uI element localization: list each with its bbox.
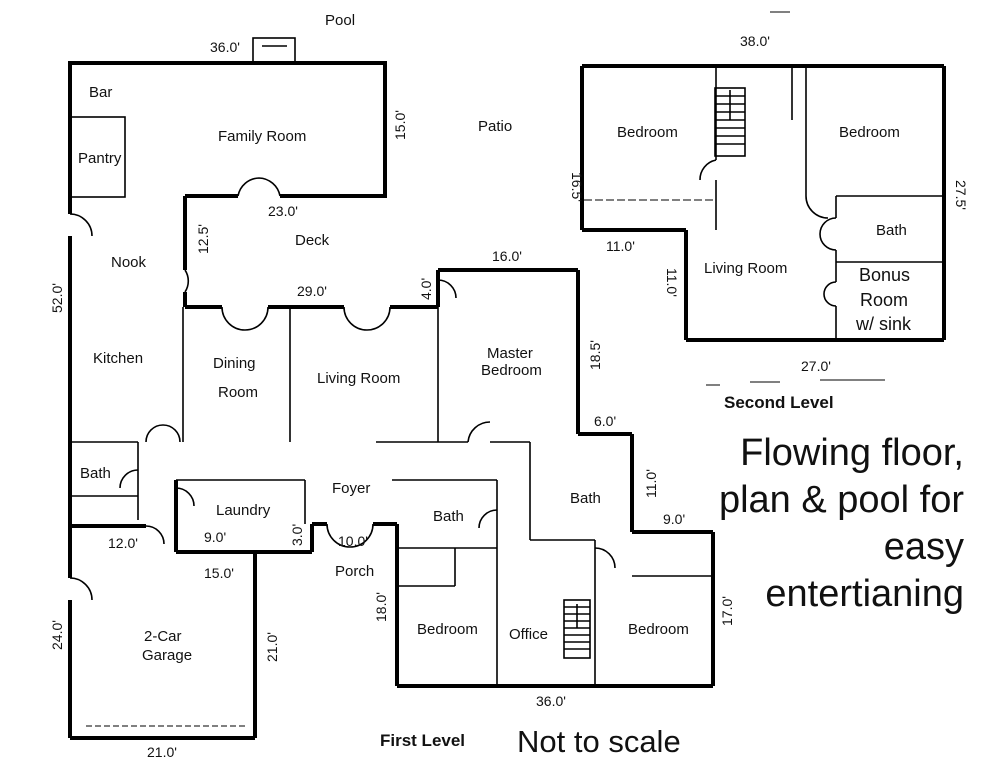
dim-foyer-10ft: 10.0': [338, 533, 368, 549]
dim-master-bath-side: 11.0': [643, 469, 659, 498]
second-level-walls: [580, 11, 946, 386]
nook-label: Nook: [111, 254, 147, 271]
bedroom-1-label: Bedroom: [417, 621, 478, 638]
dim-bottom-36ft: 36.0': [536, 693, 566, 709]
living-room-label: Living Room: [317, 370, 400, 387]
dim-pool-width: 36.0': [210, 39, 240, 55]
dining-room-label-1: Dining: [213, 355, 256, 372]
bedroom-2-label: Bedroom: [628, 621, 689, 638]
dim-family-depth: 15.0': [392, 110, 408, 140]
dim-upper-11ft-h: 11.0': [606, 238, 635, 254]
master-bedroom-label-1: Master: [487, 345, 533, 362]
dim-upper-38ft: 38.0': [740, 33, 770, 49]
bar-label: Bar: [89, 84, 112, 101]
dim-bedroom-17ft: 17.0': [719, 596, 735, 626]
dim-left-52: 52.0': [49, 283, 65, 313]
upper-living-room-label: Living Room: [704, 260, 787, 277]
dim-upper-27ft: 27.0': [801, 358, 831, 374]
second-level-stairs: [714, 87, 746, 157]
kitchen-label: Kitchen: [93, 350, 143, 367]
bath-left-label: Bath: [80, 465, 111, 482]
upper-bath-label: Bath: [876, 222, 907, 239]
dimension-labels: 36.0' 15.0' 23.0' 12.5' 29.0' 4.0' 16.0'…: [49, 33, 969, 760]
dim-9ft-right: 9.0': [663, 511, 685, 527]
not-to-scale-caption: Not to scale: [517, 724, 681, 759]
dim-6ft: 6.0': [594, 413, 616, 429]
dim-upper-11ft-v: 11.0': [664, 268, 680, 297]
first-level-doors: [69, 37, 616, 601]
dim-bedroom-18ft: 18.0': [373, 592, 389, 622]
bonus-room-label-1: Bonus: [859, 265, 910, 285]
foyer-label: Foyer: [332, 480, 370, 497]
dim-4ft: 4.0': [418, 278, 434, 300]
garage-label-2: Garage: [142, 647, 192, 664]
dim-upper-16-5ft: 16.5': [569, 172, 585, 202]
first-level-walls: [68, 61, 715, 740]
pool-label: Pool: [325, 12, 355, 29]
dim-3ft: 3.0': [289, 524, 305, 546]
dim-deck-depth: 12.5': [195, 224, 211, 254]
bonus-room-label-3: w/ sink: [855, 314, 912, 334]
bonus-room-label-2: Room: [860, 290, 908, 310]
bath-master-label: Bath: [570, 490, 601, 507]
dim-garage-15ft: 15.0': [204, 565, 234, 581]
patio-label: Patio: [478, 118, 512, 135]
dim-garage-21ft-side: 21.0': [264, 632, 280, 662]
second-level-caption: Second Level: [724, 393, 834, 412]
porch-label: Porch: [335, 563, 374, 580]
family-room-label: Family Room: [218, 128, 306, 145]
dim-deck-width: 29.0': [297, 283, 327, 299]
dim-master-top: 16.0': [492, 248, 522, 264]
tagline-line-4: entertianing: [765, 573, 964, 615]
garage-label-1: 2-Car: [144, 628, 182, 645]
dim-upper-27-5ft: 27.5': [953, 180, 969, 210]
dim-family-width: 23.0': [268, 203, 298, 219]
first-level-interior-walls: [69, 116, 713, 727]
master-bedroom-label-2: Bedroom: [481, 362, 542, 379]
laundry-label: Laundry: [216, 502, 271, 519]
dining-room-label-2: Room: [218, 384, 258, 401]
upper-bedroom-left-label: Bedroom: [617, 124, 678, 141]
captions: Second Level First Level Not to scale Fl…: [380, 393, 964, 759]
dim-garage-24ft: 24.0': [49, 620, 65, 650]
first-level-stairs: [563, 599, 591, 659]
bath-mid-label: Bath: [433, 508, 464, 525]
tagline-line-2: plan & pool for: [719, 479, 964, 521]
tagline-line-3: easy: [884, 526, 964, 568]
dim-garage-21ft-bottom: 21.0': [147, 744, 177, 760]
office-label: Office: [509, 626, 548, 643]
dim-master-side: 18.5': [587, 340, 603, 370]
room-labels: Pool Bar Pantry Family Room Patio Deck N…: [78, 12, 912, 664]
deck-label: Deck: [295, 232, 330, 249]
first-level-caption: First Level: [380, 731, 465, 750]
dim-laundry-9ft: 9.0': [204, 529, 226, 545]
dim-12ft: 12.0': [108, 535, 138, 551]
pantry-label: Pantry: [78, 150, 122, 167]
upper-bedroom-right-label: Bedroom: [839, 124, 900, 141]
tagline-line-1: Flowing floor,: [740, 432, 964, 474]
